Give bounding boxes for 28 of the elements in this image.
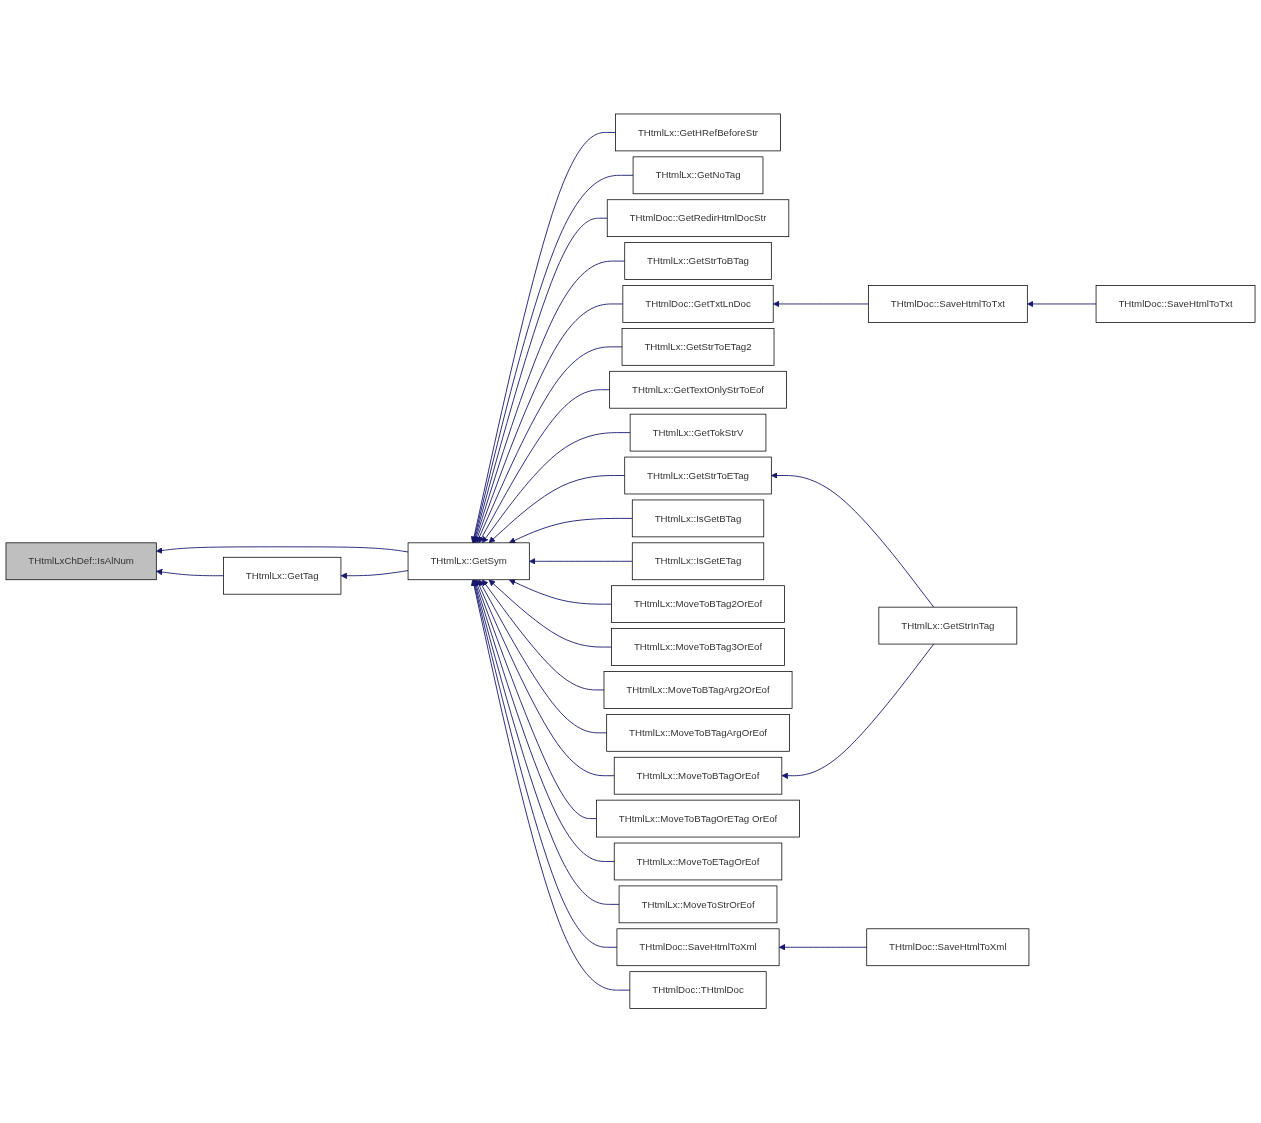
node-box: THtmlLx::GetTextOnlyStrToEof: [609, 371, 787, 409]
node-box: THtmlLx::MoveToBTagArg2OrEof: [603, 671, 793, 709]
node-box: THtmlLxChDef::IsAlNum: [5, 542, 157, 581]
node-box: THtmlLx::GetStrToBTag: [624, 242, 772, 281]
node-box: THtmlDoc::SaveHtmlToXml: [866, 928, 1030, 967]
node-box: THtmlLx::IsGetBTag: [631, 499, 765, 538]
node-box: THtmlLx::GetSym: [407, 542, 530, 581]
node-box: THtmlLx::MoveToETagOrEof: [613, 842, 783, 881]
node-box: THtmlLx::GetStrInTag: [878, 607, 1018, 645]
node-box: THtmlLx::MoveToBTag3OrEof: [611, 628, 785, 667]
node-box: THtmlLx::GetTokStrV: [629, 414, 767, 452]
node-box: THtmlLx::MoveToBTag2OrEof: [611, 585, 785, 624]
node-box: THtmlDoc::SaveHtmlToTxt: [1095, 285, 1256, 324]
node-box: THtmlLx::GetStrToETag2: [621, 328, 775, 366]
node-box: THtmlLx::GetHRefBeforeStr: [615, 113, 781, 152]
node-box: THtmlLx::GetStrToETag: [624, 456, 772, 495]
node-box: THtmlLx::GetNoTag: [632, 156, 764, 195]
node-box: THtmlDoc::THtmlDoc: [629, 971, 767, 1010]
node-box: THtmlDoc::SaveHtmlToXml: [616, 928, 780, 967]
node-box: THtmlLx::MoveToStrOrEof: [618, 885, 778, 924]
node-box: THtmlLx::MoveToBTagOrEof: [613, 757, 783, 795]
node-box: THtmlLx::GetTag: [223, 557, 342, 595]
node-box: THtmlLx::IsGetETag: [631, 542, 765, 581]
node-box: THtmlDoc::SaveHtmlToTxt: [867, 285, 1028, 324]
node-box: THtmlDoc::GetRedirHtmlDocStr: [606, 199, 790, 238]
node-box: THtmlLx::MoveToBTagArgOrEof: [606, 714, 790, 752]
node-box: THtmlDoc::GetTxtLnDoc: [622, 285, 774, 324]
node-box: THtmlLx::MoveToBTagOrETag OrEof: [596, 799, 800, 838]
